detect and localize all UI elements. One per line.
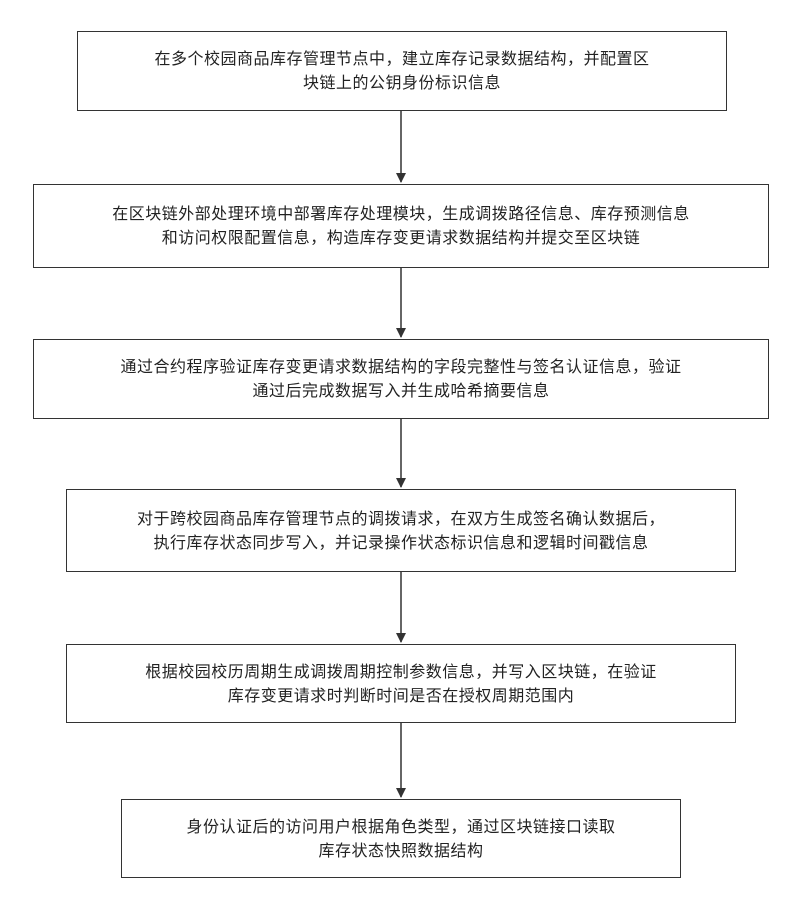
process-step-5-text: 根据校园校历周期生成调拨周期控制参数信息，并写入区块链，在验证 库存变更请求时判… <box>145 660 657 708</box>
process-step-6: 身份认证后的访问用户根据角色类型，通过区块链接口读取 库存状态快照数据结构 <box>121 799 681 878</box>
process-step-1: 在多个校园商品库存管理节点中，建立库存记录数据结构，并配置区 块链上的公钥身份标… <box>77 31 727 111</box>
process-step-3-text: 通过合约程序验证库存变更请求数据结构的字段完整性与签名认证信息，验证 通过后完成… <box>120 355 681 403</box>
process-step-3: 通过合约程序验证库存变更请求数据结构的字段完整性与签名认证信息，验证 通过后完成… <box>33 339 769 419</box>
process-step-5: 根据校园校历周期生成调拨周期控制参数信息，并写入区块链，在验证 库存变更请求时判… <box>66 644 736 723</box>
process-step-4: 对于跨校园商品库存管理节点的调拨请求，在双方生成签名确认数据后， 执行库存状态同… <box>66 489 736 572</box>
process-step-6-text: 身份认证后的访问用户根据角色类型，通过区块链接口读取 库存状态快照数据结构 <box>186 815 615 863</box>
process-step-2-text: 在区块链外部处理环境中部署库存处理模块，生成调拨路径信息、库存预测信息 和访问权… <box>112 202 690 250</box>
process-step-2: 在区块链外部处理环境中部署库存处理模块，生成调拨路径信息、库存预测信息 和访问权… <box>33 184 769 268</box>
process-step-1-text: 在多个校园商品库存管理节点中，建立库存记录数据结构，并配置区 块链上的公钥身份标… <box>154 47 649 95</box>
process-step-4-text: 对于跨校园商品库存管理节点的调拨请求，在双方生成签名确认数据后， 执行库存状态同… <box>137 507 665 555</box>
